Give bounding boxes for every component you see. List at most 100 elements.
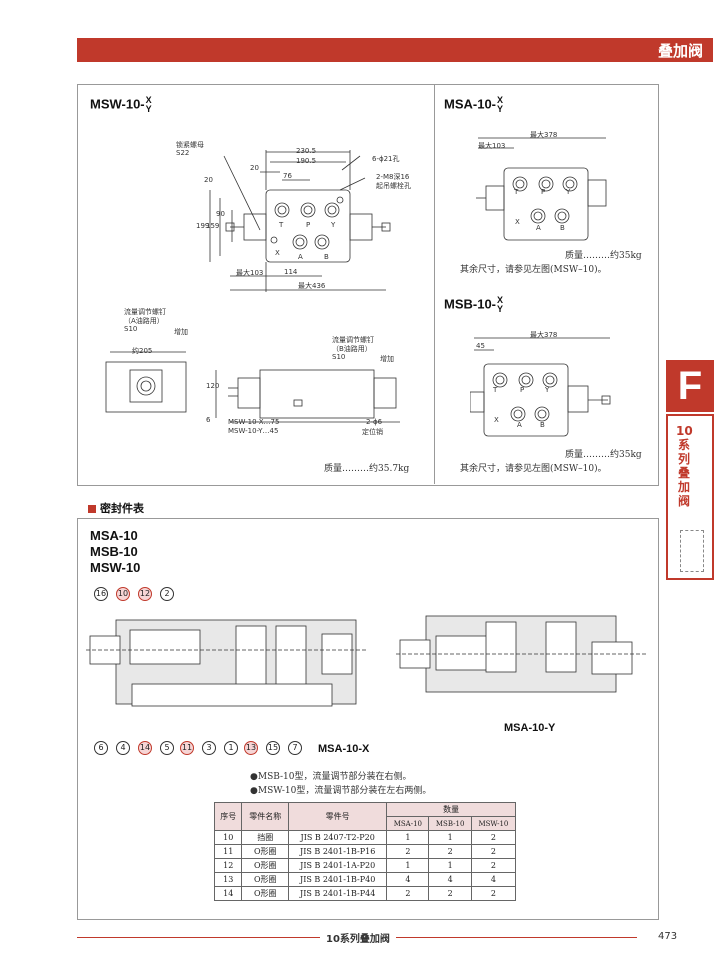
col-qty: 数量	[386, 802, 516, 817]
cell: 1	[428, 830, 472, 845]
cell: 2	[470, 886, 517, 901]
valve-stack-icon	[680, 530, 704, 572]
cell: JIS B 2401-1B-P40	[288, 872, 388, 887]
msw-mass: 质量………约35.7kg	[324, 464, 410, 474]
callout-bottom-4: 4	[116, 741, 130, 755]
msa-note: 其余尺寸，请参见左图(MSW–10)。	[460, 265, 607, 275]
seal-model-2: MSB-10	[90, 544, 138, 559]
dimension-panel	[77, 84, 659, 486]
seal-note-msb: ●MSB-10型，流量调节部分装在右侧。	[250, 772, 412, 782]
msa-title-y: Y	[497, 104, 504, 114]
seal-note-msw: ●MSW-10型，流量调节部分装在左右两侧。	[250, 786, 432, 796]
msw-port-a: A	[298, 253, 303, 261]
msw-dim-76: 76	[283, 172, 292, 180]
msa-title-x: X	[497, 95, 504, 105]
callout-bottom-7: 7	[288, 741, 302, 755]
msw-dim-159: 159	[206, 222, 220, 230]
callout-top-2: 2	[160, 587, 174, 601]
msb-port-a: A	[517, 421, 522, 429]
cell: 2	[470, 844, 517, 859]
msw-pin-label: 2-ϕ6	[366, 418, 383, 426]
msa-port-t: T	[514, 188, 519, 196]
table-subheader-row: MSA-10 MSB-10 MSW-10	[215, 816, 517, 831]
cell: O形圈	[241, 886, 290, 901]
msw-title-x: X	[145, 95, 152, 105]
cell: JIS B 2401-1B-P44	[288, 886, 388, 901]
msa-port-p: P	[541, 188, 546, 196]
callout-bottom-14: 14	[138, 741, 152, 755]
msw-flow-a-sub: （A油路用）	[124, 317, 164, 325]
cell: 1	[386, 830, 430, 845]
cell: 14	[213, 886, 243, 901]
msw-dim-6: 6	[206, 416, 211, 424]
callout-top-10: 10	[116, 587, 130, 601]
cell: 2	[428, 844, 472, 859]
msa-port-a: A	[536, 224, 541, 232]
msb-dim-45: 45	[476, 342, 485, 350]
seal-heading-text: 密封件表	[100, 502, 144, 515]
msw-port-x: X	[275, 249, 280, 257]
msw-increase-b: 增加	[380, 355, 394, 363]
msw-title-y: Y	[145, 104, 152, 114]
col-part: 零件号	[288, 802, 388, 831]
msw-flow-a-label: 流量调节螺钉	[124, 308, 166, 316]
callout-bottom-11: 11	[180, 741, 194, 755]
cell: JIS B 2407-T2-P20	[288, 830, 388, 845]
cell: 12	[213, 858, 243, 873]
msw-holes-label: 6-ϕ21孔	[372, 155, 400, 163]
callout-bottom-1: 1	[224, 741, 238, 755]
msa-port-y: Y	[566, 188, 571, 196]
msw-increase-a: 增加	[174, 328, 188, 336]
msa-10-x-section-drawing	[86, 619, 366, 707]
section-tab-box	[666, 414, 714, 580]
msb-mass: 质量………约35kg	[565, 450, 642, 460]
cell: JIS B 2401-1B-P16	[288, 844, 388, 859]
col-msb: MSB-10	[428, 816, 472, 831]
table-header-row: 序号 零件名称 零件号 数量	[213, 802, 516, 831]
msw-lock-nut-label: 锁紧螺母	[176, 141, 204, 149]
col-msw: MSW-10	[470, 816, 517, 831]
cell: 2	[386, 886, 430, 901]
msb-port-p: P	[520, 386, 525, 394]
cell: 1	[428, 858, 472, 873]
msb-port-x: X	[494, 416, 499, 424]
cell: 挡圈	[241, 830, 290, 845]
cell: 4	[470, 872, 517, 887]
msa-port-x: X	[515, 218, 520, 226]
msb-title-x: X	[497, 295, 504, 305]
msw-flow-b-label: 流量调节螺钉	[332, 336, 374, 344]
section-tab-text: 10 系 列 叠 加 阀	[676, 424, 693, 508]
seal-model-3: MSW-10	[90, 560, 141, 575]
msw-dim-90: 90	[216, 210, 225, 218]
msb-port-b: B	[540, 421, 545, 429]
cell: 4	[428, 872, 472, 887]
msa-10-y-section-drawing	[396, 615, 646, 693]
msw-lock-nut-size: S22	[176, 149, 190, 157]
msa-title-text: MSA-10-	[444, 96, 497, 112]
msw-dim-120: 120	[206, 382, 220, 390]
panel-divider	[434, 84, 435, 484]
page-title: 叠加阀	[657, 42, 703, 60]
msw-m8-label: 2-M8深16	[376, 173, 410, 181]
msa-10-x-label: MSA-10-X	[318, 743, 370, 755]
page-number: 473	[658, 931, 678, 942]
msw-dim-20: 20	[250, 164, 259, 172]
msw-flow-a-size: S10	[124, 325, 138, 333]
msb-title-y: Y	[497, 304, 504, 314]
callout-top-16: 16	[94, 587, 108, 601]
callout-bottom-13: 13	[244, 741, 258, 755]
msw-dim-230: 230.5	[296, 147, 317, 155]
cell: O形圈	[241, 858, 290, 873]
msb-top-view-drawing	[470, 337, 611, 437]
msa-10-y-label: MSA-10-Y	[504, 722, 556, 734]
col-no: 序号	[213, 802, 243, 831]
msw-length-y: MSW-10-Y…45	[228, 427, 279, 435]
seal-section-heading: 密封件表	[88, 500, 144, 516]
callout-bottom-6: 6	[94, 741, 108, 755]
